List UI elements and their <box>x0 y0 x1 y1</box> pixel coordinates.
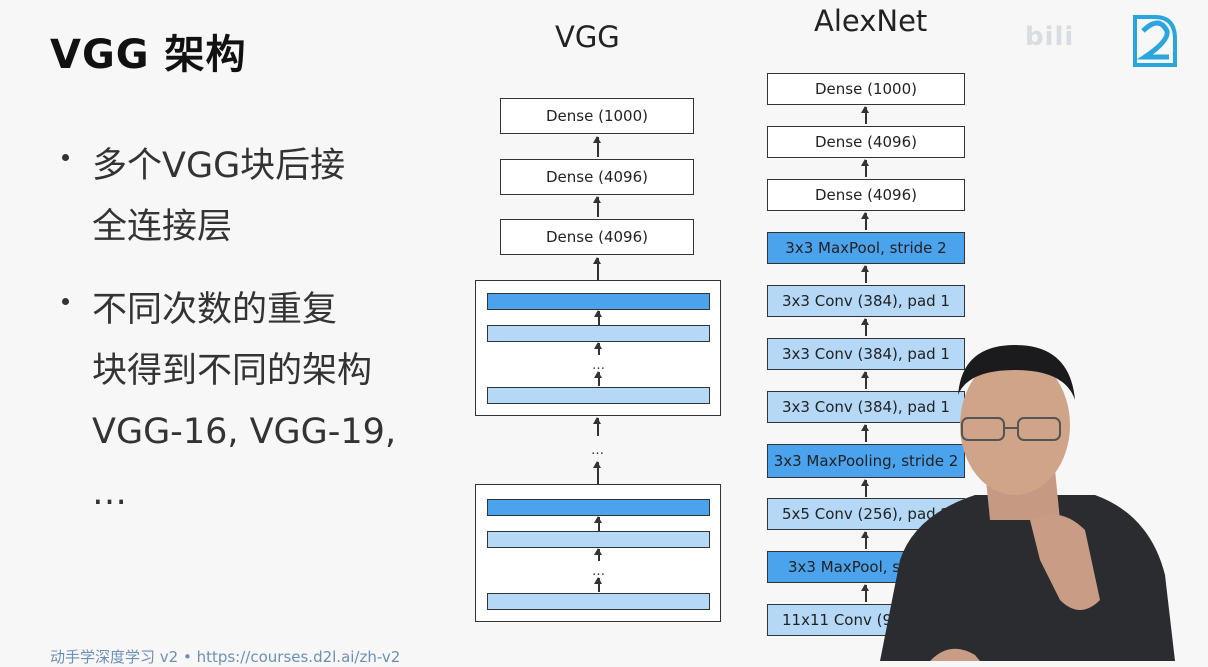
vgg-dense-layer: Dense (4096) <box>500 159 694 195</box>
arrow-up-icon <box>594 461 601 484</box>
arrow-up-icon <box>595 548 602 561</box>
arrow-up-icon <box>862 424 869 442</box>
alexnet-layer: 5x5 Conv (256), pad 2 <box>767 498 965 530</box>
vgg-dense-layer: Dense (4096) <box>500 219 694 255</box>
vgg-conv-bar <box>487 593 710 610</box>
vgg-pool-bar <box>487 499 710 516</box>
arrow-up-icon <box>595 516 602 531</box>
bullet-item: 不同次数的重复 块得到不同的架构 VGG-16, VGG-19, … <box>62 280 452 524</box>
vgg-title: VGG <box>555 20 620 54</box>
arrow-up-icon <box>862 531 869 549</box>
arrow-up-icon <box>595 310 602 325</box>
slide-footer: 动手学深度学习 v2 • https://courses.d2l.ai/zh-v… <box>50 648 401 666</box>
bullet-dot-icon <box>62 154 69 161</box>
arrow-up-icon <box>862 584 869 602</box>
alexnet-layer: 3x3 Conv (384), pad 1 <box>767 391 965 423</box>
alexnet-layer: Dense (1000) <box>767 73 965 105</box>
arrow-up-icon <box>862 265 869 283</box>
bullet-item: 多个VGG块后接 全连接层 <box>62 136 452 258</box>
arrow-up-icon <box>594 417 601 436</box>
arrow-up-icon <box>595 577 602 592</box>
arrow-up-icon <box>595 342 602 355</box>
vgg-dense-layer: Dense (1000) <box>500 98 694 134</box>
alexnet-layer: 11x11 Conv (9 <box>767 604 965 636</box>
arrow-up-icon <box>862 318 869 336</box>
vgg-block: … <box>475 484 721 622</box>
bullet-list: 多个VGG块后接 全连接层 不同次数的重复 块得到不同的架构 VGG-16, V… <box>62 136 452 546</box>
alexnet-layer: 3x3 MaxPool, stride 2 <box>767 232 965 264</box>
slide-title: VGG 架构 <box>50 32 247 78</box>
bullet-text: 不同次数的重复 块得到不同的架构 VGG-16, VGG-19, … <box>92 290 397 513</box>
alexnet-layer: 3x3 MaxPooling, stride 2 <box>767 444 965 478</box>
bullet-dot-icon <box>62 298 69 305</box>
d2-logo-icon <box>1133 15 1177 67</box>
vgg-pool-bar <box>487 293 710 310</box>
bilibili-logo-text: bili <box>1025 22 1075 52</box>
alexnet-layer: 3x3 Conv (384), pad 1 <box>767 338 965 370</box>
vgg-conv-bar <box>487 325 710 342</box>
vgg-ellipsis: … <box>591 443 605 458</box>
vgg-block: … <box>475 280 721 416</box>
arrow-up-icon <box>594 257 601 280</box>
alexnet-title: AlexNet <box>814 4 928 38</box>
vgg-conv-bar <box>487 387 710 404</box>
arrow-up-icon <box>862 106 869 124</box>
alexnet-layer: 3x3 MaxPool, s <box>767 551 965 583</box>
alexnet-layer: Dense (4096) <box>767 179 965 211</box>
vgg-conv-bar <box>487 531 710 548</box>
arrow-up-icon <box>862 479 869 497</box>
arrow-up-icon <box>862 159 869 177</box>
vgg-ellipsis: … <box>592 564 606 579</box>
arrow-up-icon <box>862 371 869 389</box>
alexnet-layer: 3x3 Conv (384), pad 1 <box>767 285 965 317</box>
arrow-up-icon <box>595 371 602 386</box>
arrow-up-icon <box>594 136 601 157</box>
bullet-text: 多个VGG块后接 全连接层 <box>92 146 346 247</box>
arrow-up-icon <box>594 196 601 217</box>
alexnet-layer: Dense (4096) <box>767 126 965 158</box>
vgg-ellipsis: … <box>592 358 606 373</box>
arrow-up-icon <box>862 212 869 230</box>
